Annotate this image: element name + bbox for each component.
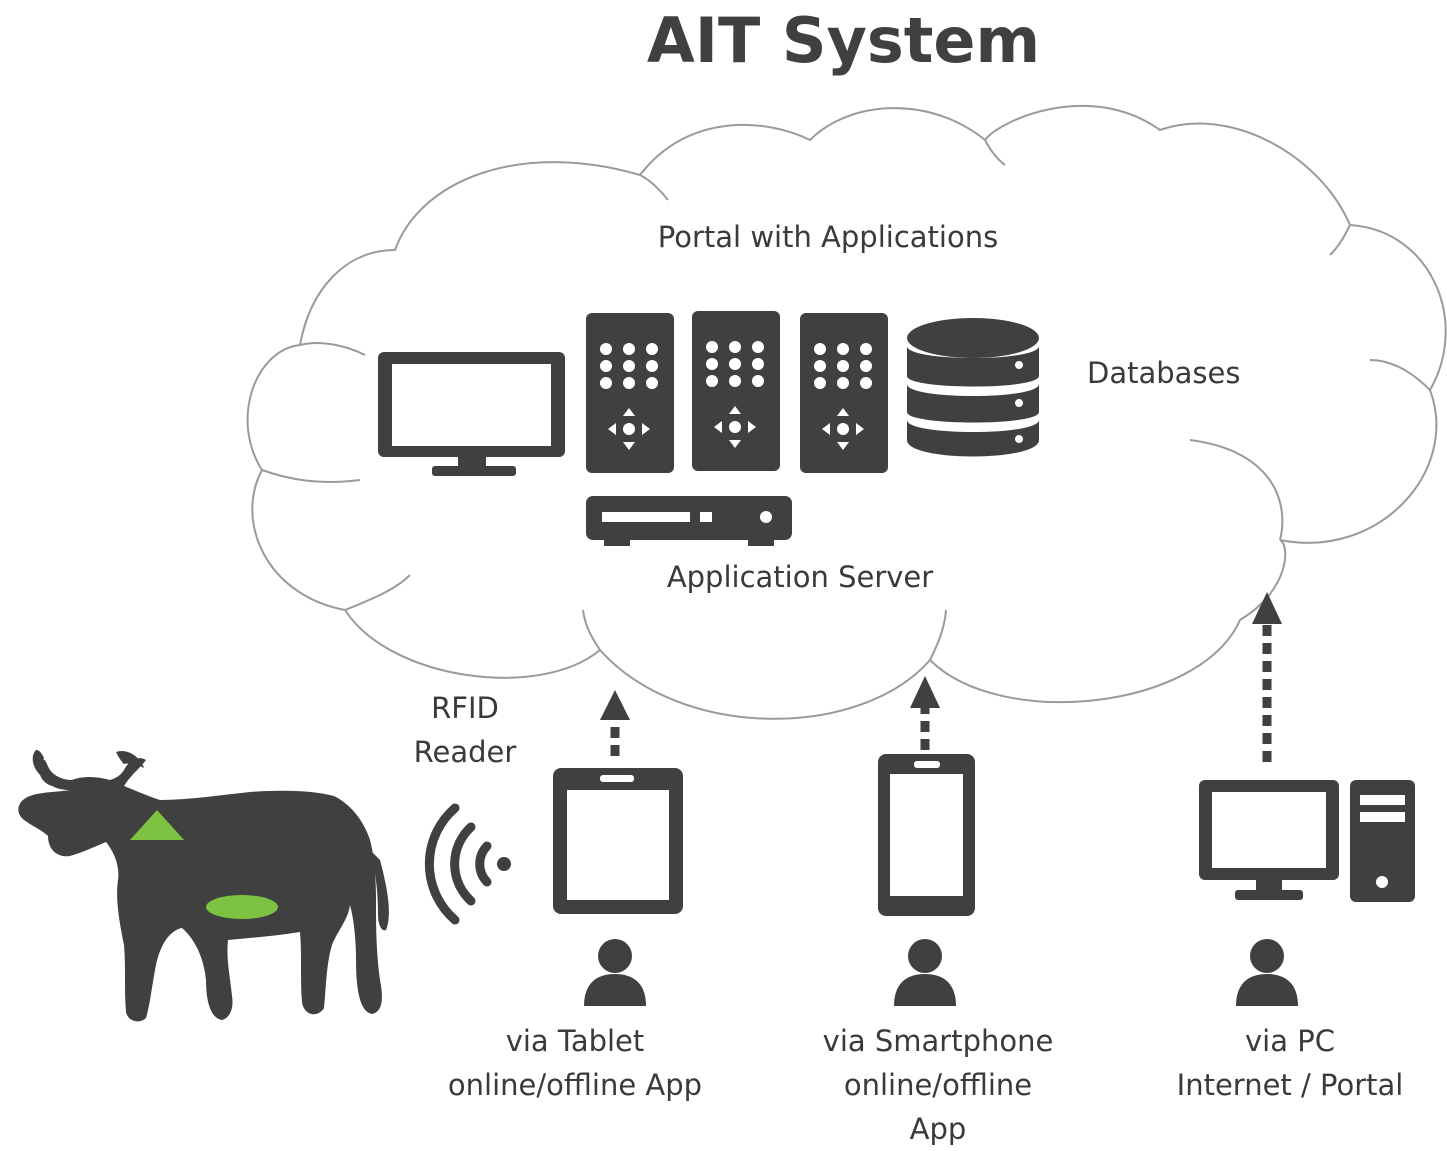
database-icon [907, 318, 1039, 457]
rfid-reader-label: RFID Reader [402, 686, 528, 774]
arrow-up-icon [600, 690, 630, 756]
monitor-icon [378, 352, 565, 476]
smartphone-icon [878, 754, 975, 916]
rfid-label-line1: RFID [431, 691, 499, 725]
client-label-line: via Tablet [505, 1024, 645, 1058]
tablet-icon [553, 768, 683, 914]
user-icon [894, 939, 956, 1006]
pc-client-label: via PC Internet / Portal [1140, 1019, 1440, 1107]
client-label-line: Internet / Portal [1176, 1068, 1404, 1102]
tablet-client-label: via Tablet online/offline App [425, 1019, 725, 1107]
client-label-line: App [909, 1112, 967, 1146]
client-label-line: via PC [1245, 1024, 1335, 1058]
smartphone-client-label: via Smartphone online/offline App [790, 1019, 1086, 1151]
client-label-line: online/offline App [447, 1068, 703, 1102]
server-rack-icon [800, 313, 888, 473]
rfid-label-line2: Reader [413, 735, 517, 769]
user-icon [584, 939, 646, 1006]
diagram-title: AIT System [646, 4, 1041, 77]
portal-label: Portal with Applications [657, 220, 999, 254]
app-server-label: Application Server [666, 560, 934, 594]
client-label-line: online/offline [843, 1068, 1033, 1102]
cow-icon [18, 750, 389, 1022]
arrow-up-icon [1252, 592, 1282, 762]
server-rack-icon [692, 311, 780, 471]
server-rack-icon [586, 313, 674, 473]
arrow-up-icon [910, 676, 940, 750]
app-server-icon [586, 496, 792, 546]
user-icon [1236, 939, 1298, 1006]
pc-icon [1199, 780, 1415, 902]
databases-label: Databases [1087, 356, 1241, 390]
rfid-signal-icon [424, 803, 511, 925]
client-label-line: via Smartphone [822, 1024, 1054, 1058]
